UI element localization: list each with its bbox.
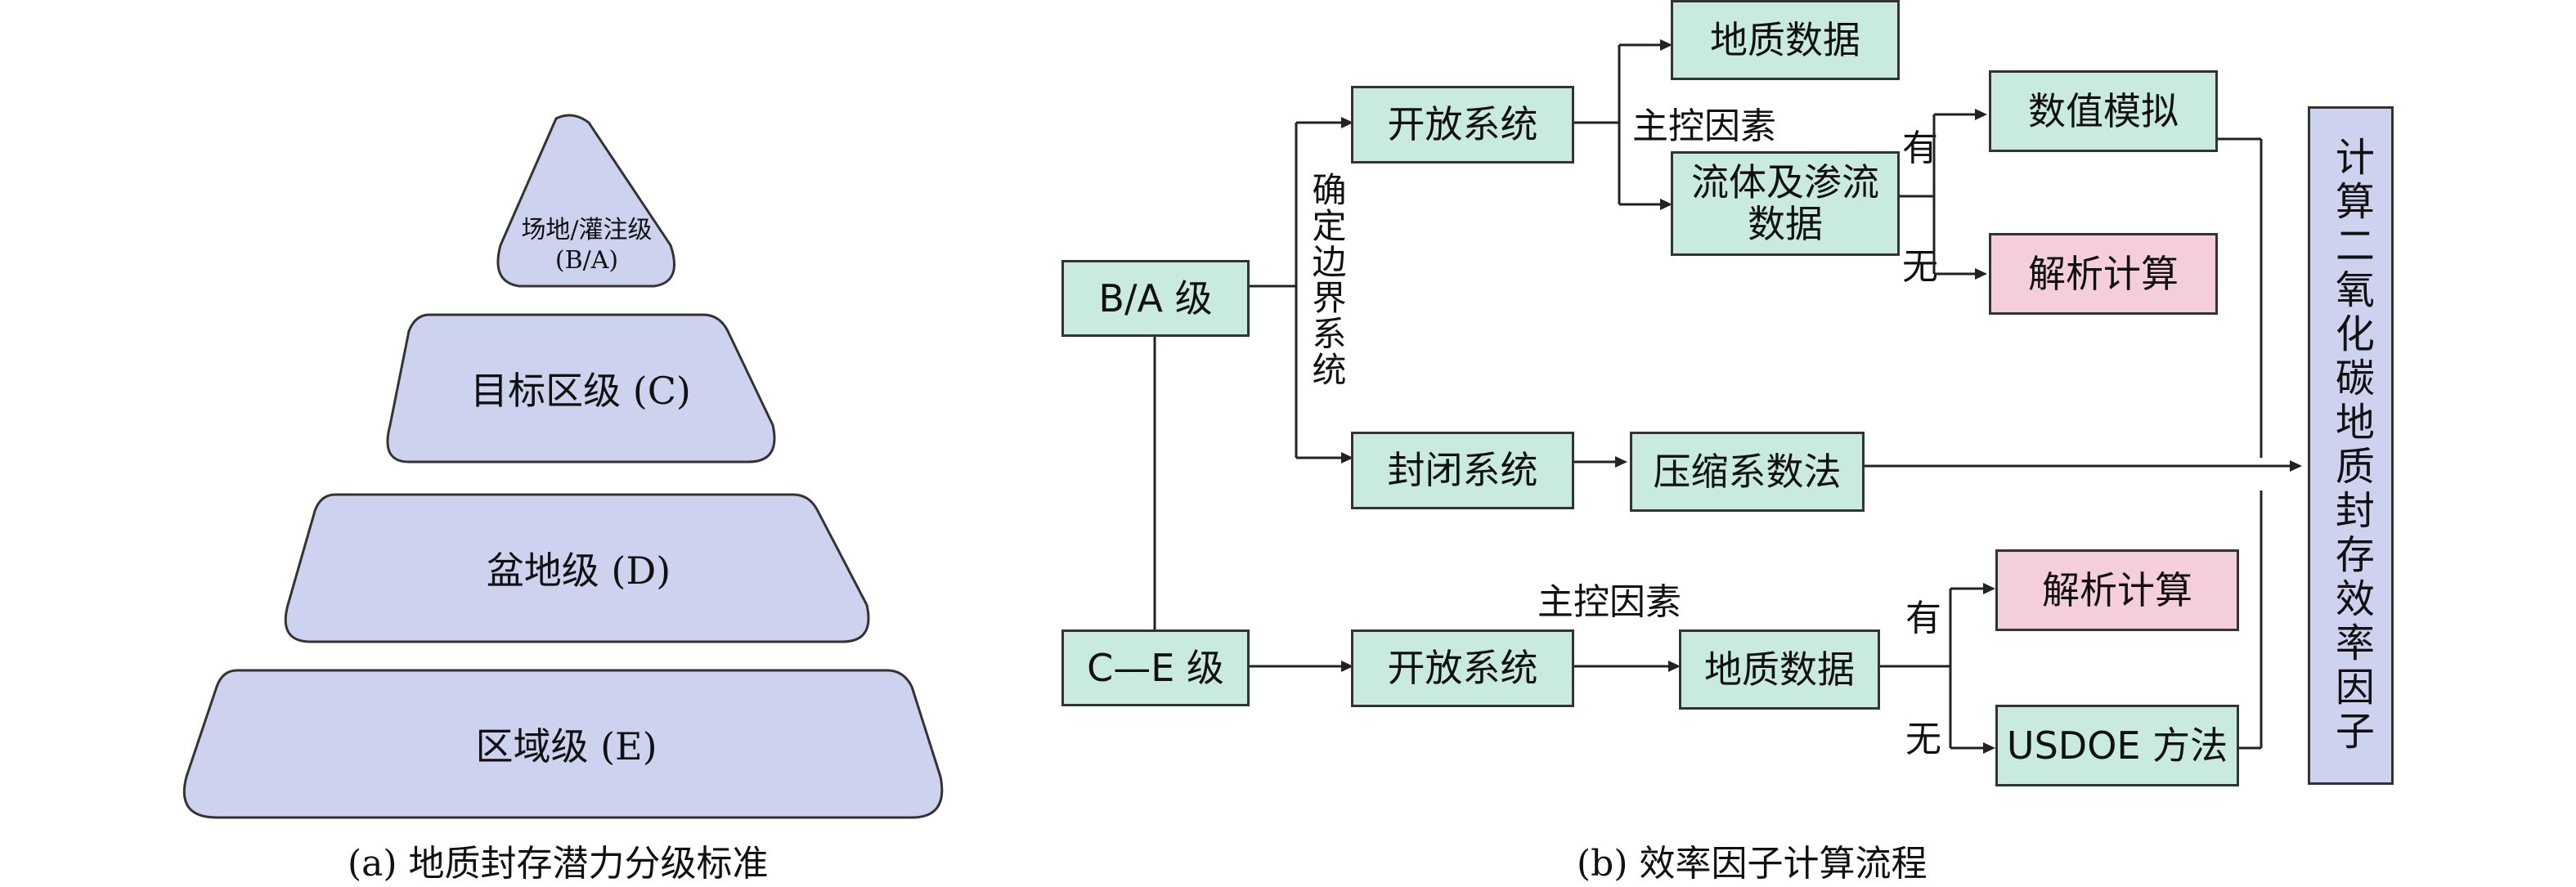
tier-basin-shape xyxy=(284,493,870,643)
tier-basin-label: 盆地级 (D) xyxy=(486,549,671,593)
tier-target-label: 目标区级 (C) xyxy=(470,369,691,413)
label-no-2: 无 xyxy=(1905,719,1941,760)
node-closed-system: 封闭系统 xyxy=(1351,432,1574,509)
caption-b: (b) 效率因子计算流程 xyxy=(1577,843,1928,885)
node-analytic-2: 解析计算 xyxy=(1995,549,2239,631)
tier-site-label: 场地/灌注级 (B/A) xyxy=(521,215,653,276)
tier-site-shape xyxy=(496,114,675,288)
label-boundary: 确定边界系统 xyxy=(1307,172,1347,388)
label-no-1: 无 xyxy=(1902,246,1938,288)
label-main-factor-1: 主控因素 xyxy=(1632,105,1776,147)
node-geo-data-1: 地质数据 xyxy=(1671,0,1900,80)
node-ba-level: B/A 级 xyxy=(1061,260,1250,337)
node-analytic-1: 解析计算 xyxy=(1989,233,2218,315)
tier-region-label: 区域级 (E) xyxy=(475,724,657,768)
tier-target-shape xyxy=(386,313,776,464)
node-usdoe: USDOE 方法 xyxy=(1995,705,2239,786)
node-open-system-1: 开放系统 xyxy=(1351,86,1574,164)
node-compress-method: 压缩系数法 xyxy=(1630,432,1865,512)
node-fluid-data: 流体及渗流 数据 xyxy=(1671,151,1900,256)
node-ce-level: C—E 级 xyxy=(1061,629,1250,706)
label-yes-2: 有 xyxy=(1905,598,1941,639)
caption-a: (a) 地质封存潜力分级标准 xyxy=(348,843,769,885)
tier-region-shape xyxy=(182,669,944,819)
node-geo-data-2: 地质数据 xyxy=(1679,629,1880,710)
node-result: 计算二氧化碳地质封存效率因子 xyxy=(2308,106,2394,785)
node-numeric-sim: 数值模拟 xyxy=(1989,70,2218,152)
node-open-system-2: 开放系统 xyxy=(1351,629,1574,707)
label-main-factor-2: 主控因素 xyxy=(1537,581,1681,623)
label-yes-1: 有 xyxy=(1902,128,1938,169)
